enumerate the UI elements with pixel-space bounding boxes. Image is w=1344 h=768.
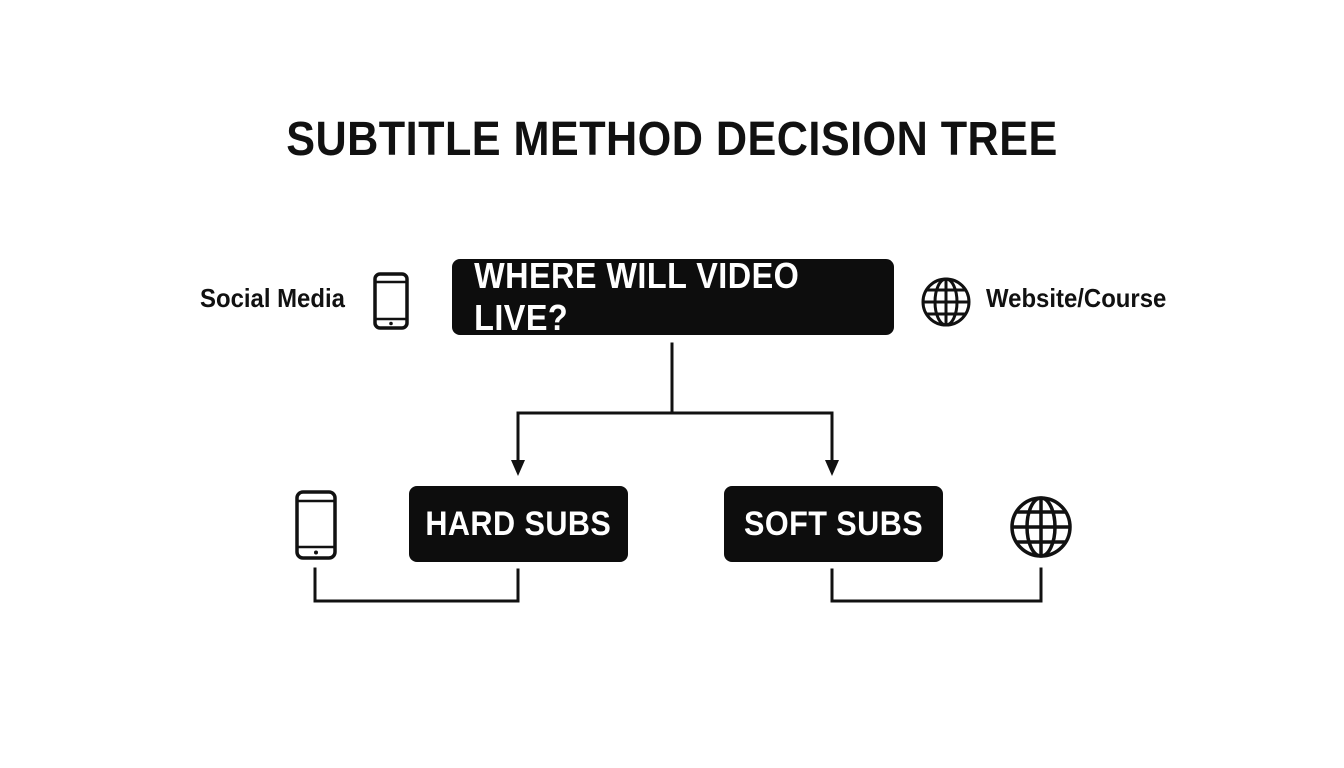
website-course-label: Website/Course (986, 283, 1167, 313)
social-media-label: Social Media (200, 283, 345, 313)
diagram-title: SUBTITLE METHOD DECISION TREE (286, 113, 1058, 166)
arrowhead-soft-subs (825, 460, 839, 476)
hard-subs-to-phone-connector (313, 567, 520, 603)
smartphone-icon (295, 490, 337, 560)
soft-subs-to-globe-connector (830, 567, 1043, 603)
smartphone-icon (373, 272, 409, 330)
arrowhead-hard-subs (511, 460, 525, 476)
soft-subs-node: SOFT SUBS (724, 486, 943, 562)
root-node-where-will-video-live: WHERE WILL VIDEO LIVE? (452, 255, 894, 338)
globe-icon (1010, 496, 1072, 558)
globe-icon (921, 277, 971, 327)
hard-subs-node: HARD SUBS (409, 486, 628, 562)
